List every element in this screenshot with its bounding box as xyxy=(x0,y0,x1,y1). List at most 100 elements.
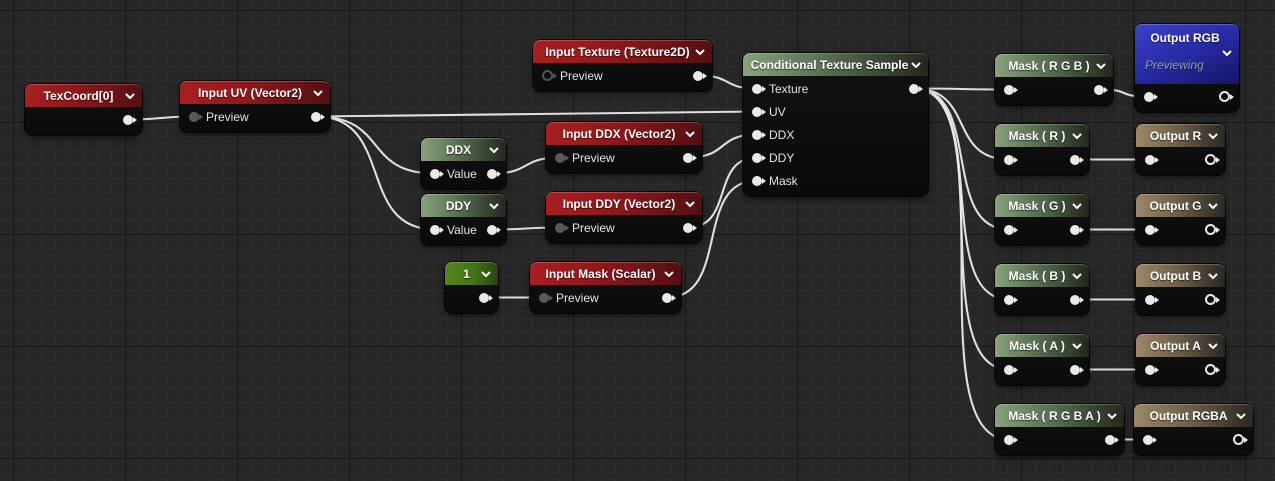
chevron-down-icon[interactable] xyxy=(695,48,705,55)
input-pin[interactable] xyxy=(1004,224,1018,235)
node-mask-rgb[interactable]: Mask ( R G B ) xyxy=(995,54,1113,105)
node-mask-b[interactable]: Mask ( B ) xyxy=(995,264,1089,315)
chevron-down-icon[interactable] xyxy=(1072,202,1082,209)
chevron-down-icon[interactable] xyxy=(1208,202,1218,209)
mask-input-pin[interactable] xyxy=(752,175,766,186)
node-mask-r[interactable]: Mask ( R ) xyxy=(995,124,1089,175)
node-header[interactable]: DDX xyxy=(421,138,506,161)
output-pin[interactable] xyxy=(1219,91,1234,102)
output-pin[interactable] xyxy=(1205,364,1220,375)
node-header[interactable]: Input Texture (Texture2D) xyxy=(533,40,712,63)
chevron-down-icon[interactable] xyxy=(1072,342,1082,349)
preview-input-pin[interactable] xyxy=(189,111,203,122)
node-header[interactable]: Output R xyxy=(1136,124,1225,147)
node-input-ddy[interactable]: Input DDY (Vector2) Preview xyxy=(546,192,702,243)
chevron-down-icon[interactable] xyxy=(489,146,499,153)
output-pin[interactable] xyxy=(1205,224,1220,235)
node-header[interactable]: Mask ( R ) xyxy=(995,124,1089,147)
node-header[interactable]: Input Mask (Scalar) xyxy=(530,262,681,285)
node-input-mask[interactable]: Input Mask (Scalar) Preview xyxy=(530,262,681,313)
output-pin[interactable] xyxy=(1233,434,1248,445)
chevron-down-icon[interactable] xyxy=(313,89,323,96)
node-output-g[interactable]: Output G xyxy=(1136,194,1225,245)
chevron-down-icon[interactable] xyxy=(685,200,695,207)
node-ddx[interactable]: DDX Value xyxy=(421,138,506,189)
node-header[interactable]: Input DDX (Vector2) xyxy=(546,122,702,145)
node-header[interactable]: Mask ( R G B A ) xyxy=(995,404,1124,427)
node-mask-rgba[interactable]: Mask ( R G B A ) xyxy=(995,404,1124,455)
output-pin[interactable] xyxy=(1094,84,1108,95)
node-header[interactable]: Mask ( B ) xyxy=(995,264,1089,287)
output-pin[interactable] xyxy=(1205,294,1220,305)
value-input-pin[interactable] xyxy=(430,168,444,179)
output-pin[interactable] xyxy=(487,224,501,235)
preview-input-pin[interactable] xyxy=(555,222,569,233)
input-pin[interactable] xyxy=(1145,294,1159,305)
ddy-input-pin[interactable] xyxy=(752,152,766,163)
chevron-down-icon[interactable] xyxy=(685,130,695,137)
node-header[interactable]: Output B xyxy=(1136,264,1225,287)
input-pin[interactable] xyxy=(1004,84,1018,95)
chevron-down-icon[interactable] xyxy=(125,92,135,99)
node-conditional-texture-sample[interactable]: Conditional Texture Sample Texture UV DD… xyxy=(743,53,928,196)
chevron-down-icon[interactable] xyxy=(1096,62,1106,69)
output-pin[interactable] xyxy=(311,111,325,122)
node-header[interactable]: Input UV (Vector2) xyxy=(180,81,330,104)
output-pin[interactable] xyxy=(123,114,137,125)
output-pin[interactable] xyxy=(479,292,493,303)
output-pin[interactable] xyxy=(1070,154,1084,165)
ddx-input-pin[interactable] xyxy=(752,129,766,140)
input-pin[interactable] xyxy=(1145,224,1159,235)
node-mask-a[interactable]: Mask ( A ) xyxy=(995,334,1089,385)
chevron-down-icon[interactable] xyxy=(1072,272,1082,279)
input-pin[interactable] xyxy=(1145,364,1159,375)
node-header[interactable]: Output G xyxy=(1136,194,1225,217)
node-header[interactable]: TexCoord[0] xyxy=(25,84,142,107)
input-pin[interactable] xyxy=(1144,91,1158,102)
preview-input-pin[interactable] xyxy=(542,70,557,81)
output-pin[interactable] xyxy=(1070,294,1084,305)
chevron-down-icon[interactable] xyxy=(664,270,674,277)
input-pin[interactable] xyxy=(1004,154,1018,165)
node-input-ddx[interactable]: Input DDX (Vector2) Preview xyxy=(546,122,702,173)
node-input-texture[interactable]: Input Texture (Texture2D) Preview xyxy=(533,40,712,91)
node-header[interactable]: Mask ( R G B ) xyxy=(995,54,1113,77)
output-pin[interactable] xyxy=(662,292,676,303)
node-header[interactable]: Mask ( G ) xyxy=(995,194,1089,217)
value-input-pin[interactable] xyxy=(430,224,444,235)
input-pin[interactable] xyxy=(1004,294,1018,305)
chevron-down-icon[interactable] xyxy=(1208,272,1218,279)
node-header[interactable]: Output RGBA xyxy=(1134,404,1253,427)
output-pin[interactable] xyxy=(909,83,923,94)
chevron-down-icon[interactable] xyxy=(1222,50,1232,57)
input-pin[interactable] xyxy=(1004,364,1018,375)
node-mask-g[interactable]: Mask ( G ) xyxy=(995,194,1089,245)
chevron-down-icon[interactable] xyxy=(489,202,499,209)
input-pin[interactable] xyxy=(1145,154,1159,165)
output-pin[interactable] xyxy=(683,152,697,163)
uv-input-pin[interactable] xyxy=(752,106,766,117)
node-header[interactable]: Output RGB Previewing xyxy=(1135,24,1239,84)
node-ddy[interactable]: DDY Value xyxy=(421,194,506,245)
preview-input-pin[interactable] xyxy=(539,292,553,303)
node-header[interactable]: DDY xyxy=(421,194,506,217)
node-output-a[interactable]: Output A xyxy=(1136,334,1225,385)
chevron-down-icon[interactable] xyxy=(1236,412,1246,419)
output-pin[interactable] xyxy=(1070,364,1084,375)
output-pin[interactable] xyxy=(487,168,501,179)
chevron-down-icon[interactable] xyxy=(911,61,921,68)
output-pin[interactable] xyxy=(693,70,707,81)
node-header[interactable]: 1 xyxy=(445,262,498,285)
node-constant-1[interactable]: 1 xyxy=(445,262,498,313)
input-pin[interactable] xyxy=(1004,434,1018,445)
chevron-down-icon[interactable] xyxy=(481,270,491,277)
output-pin[interactable] xyxy=(683,222,697,233)
node-header[interactable]: Conditional Texture Sample xyxy=(743,53,928,76)
node-header[interactable]: Mask ( A ) xyxy=(995,334,1089,357)
chevron-down-icon[interactable] xyxy=(1208,342,1218,349)
output-pin[interactable] xyxy=(1105,434,1119,445)
preview-input-pin[interactable] xyxy=(555,152,569,163)
chevron-down-icon[interactable] xyxy=(1072,132,1082,139)
node-texcoord0[interactable]: TexCoord[0] xyxy=(25,84,142,135)
texture-input-pin[interactable] xyxy=(752,83,766,94)
